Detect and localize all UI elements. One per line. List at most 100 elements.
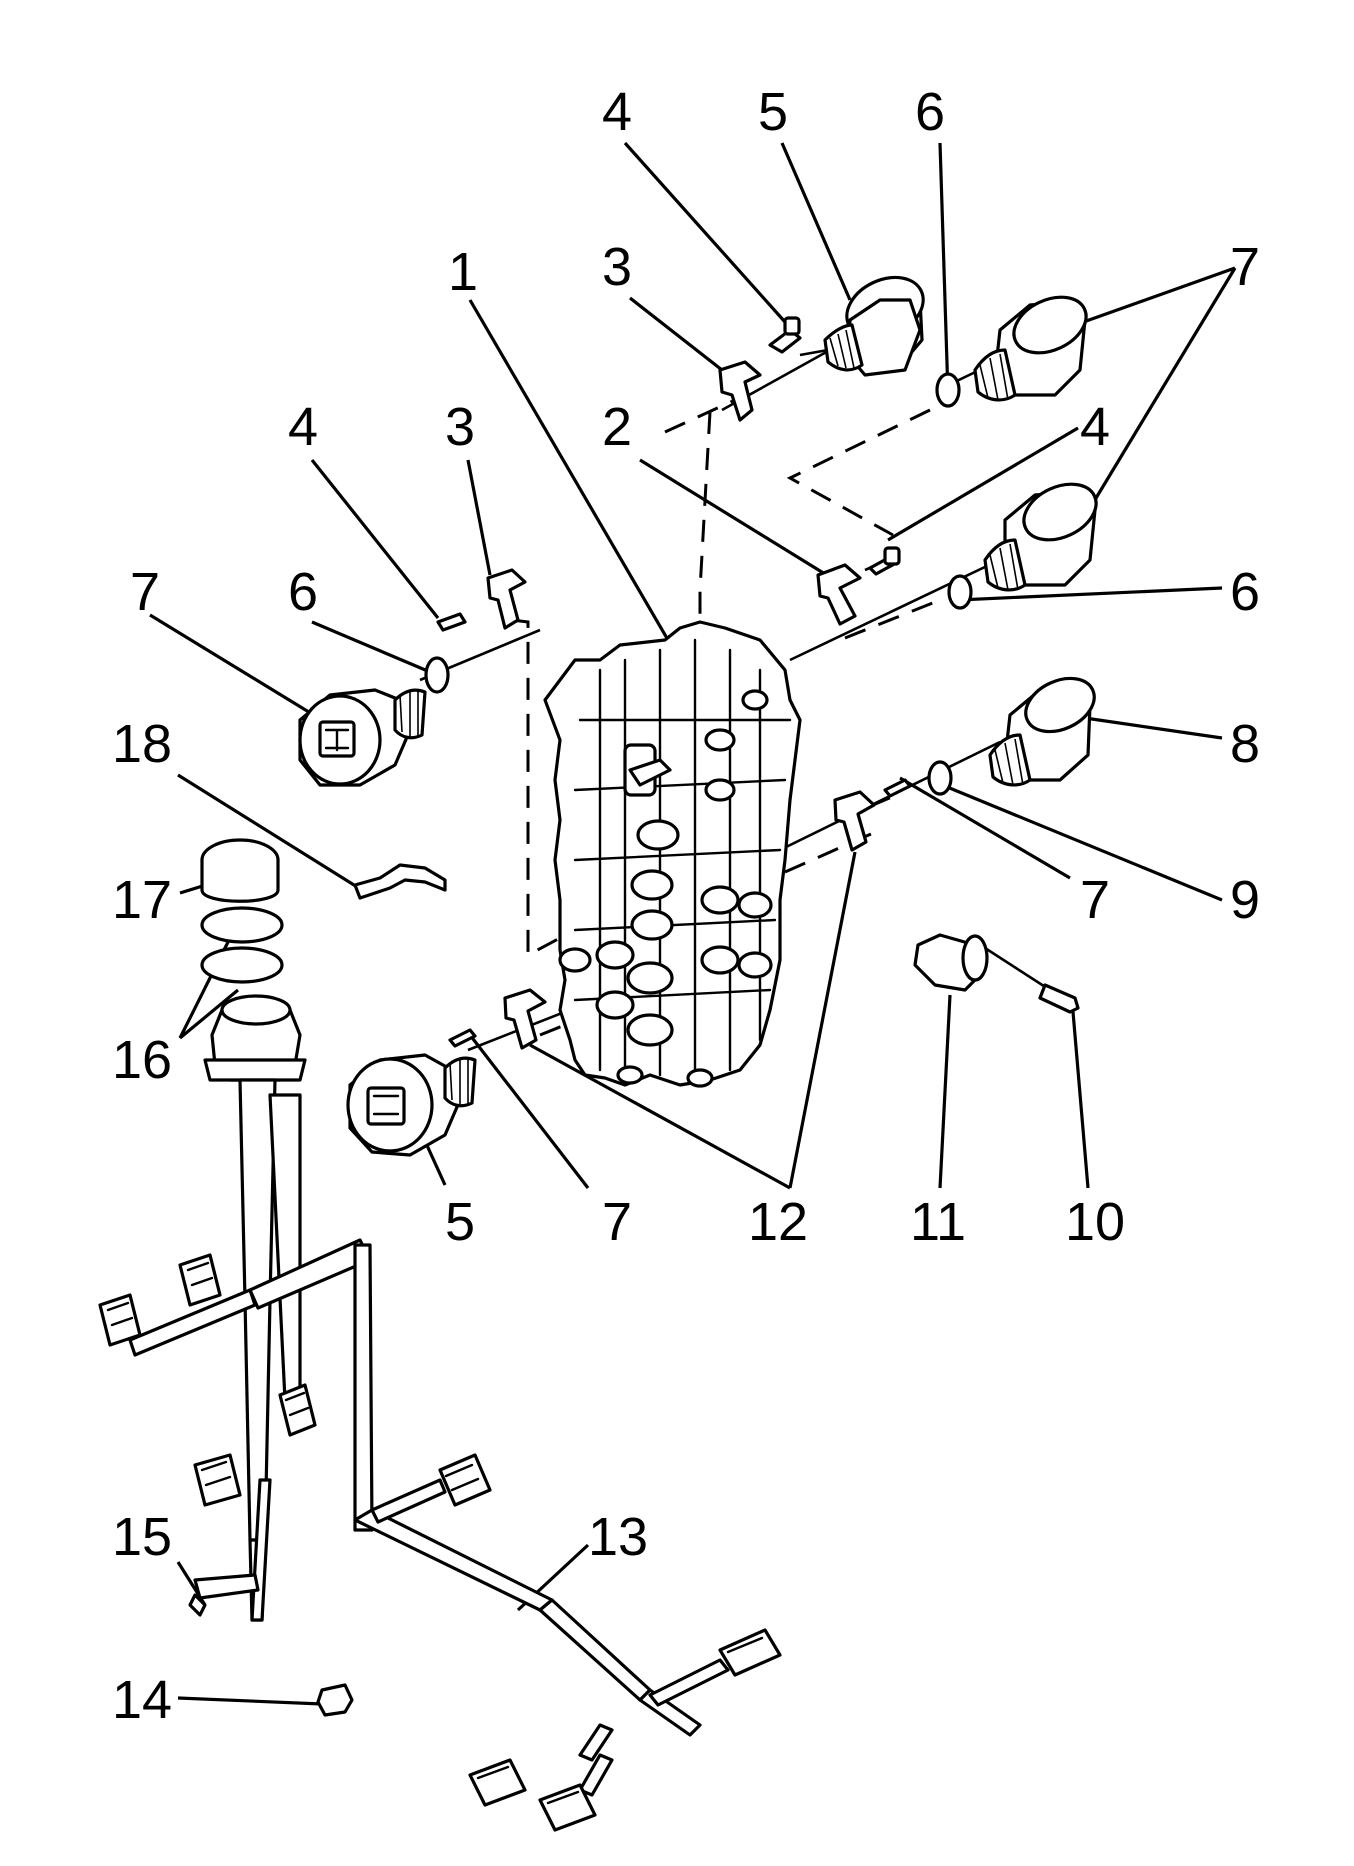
callout-12: 12: [748, 1192, 808, 1252]
assembly-line-right-upper: [786, 408, 931, 537]
connector-right-harness: [718, 1628, 782, 1677]
connector-upper-harness: [438, 1453, 492, 1507]
bolt-10: [1038, 983, 1080, 1014]
valve-body-outline: [543, 620, 802, 1087]
callout-8: 8: [1230, 714, 1260, 774]
connector-left-1: [98, 1293, 142, 1347]
leader-lines: [149, 141, 1237, 1706]
leader-1: [468, 299, 670, 641]
bolt-7-right: [883, 778, 912, 798]
leader-3b: [466, 459, 492, 576]
valve-body-bores: [558, 689, 773, 1088]
connector-mid: [278, 1383, 317, 1437]
callout-3b: 3: [445, 397, 475, 457]
callout-labels: 1 2 3 3 4 4 4 5 5 6 6 6 7 7 7 7 8 9 10 1…: [112, 82, 1260, 1730]
leader-14: [177, 1696, 323, 1706]
solenoid-8: [988, 676, 1096, 787]
leader-12b: [529, 1043, 791, 1190]
callout-5b: 5: [445, 1192, 475, 1252]
callout-13: 13: [588, 1507, 648, 1567]
callout-2: 2: [602, 397, 632, 457]
sensor-15-tip: [188, 1593, 207, 1617]
bolt-4-left: [436, 612, 467, 632]
oring-9: [927, 760, 953, 796]
callout-10: 10: [1065, 1192, 1125, 1252]
leader-4a: [623, 141, 787, 324]
clip-3-top: [718, 360, 762, 422]
callout-1: 1: [448, 242, 478, 302]
bolt-7-left: [448, 1028, 477, 1048]
clip-14: [316, 1683, 354, 1717]
seals-16: [200, 906, 284, 984]
callout-9: 9: [1230, 870, 1260, 930]
callout-14: 14: [112, 1670, 172, 1730]
clip-3-left: [486, 568, 527, 630]
sensor-11: [913, 933, 989, 992]
connector-left-2: [178, 1253, 222, 1307]
connector-bottom-left: [468, 1758, 527, 1807]
leader-4b: [310, 459, 440, 619]
leader-7b: [149, 613, 336, 730]
callout-4c: 4: [1080, 397, 1110, 457]
leader-10: [1070, 999, 1090, 1189]
callout-3a: 3: [602, 237, 632, 297]
leader-6c: [957, 586, 1223, 602]
callout-6a: 6: [915, 82, 945, 142]
connector-17: [200, 838, 280, 903]
clip-12-right: [833, 790, 876, 852]
leader-6b: [311, 620, 431, 674]
leader-16b: [178, 988, 240, 1040]
leader-8: [1084, 716, 1223, 740]
callout-5a: 5: [758, 82, 788, 142]
clips: [353, 360, 876, 1050]
leader-6a: [938, 142, 950, 396]
callout-7c: 7: [1080, 870, 1110, 930]
assembly-line-top: [664, 398, 736, 640]
callout-15: 15: [112, 1507, 172, 1567]
connector-bottom-right: [538, 1783, 597, 1832]
callout-4a: 4: [602, 82, 632, 142]
bolt-4-right-head: [883, 546, 901, 566]
leader-3a: [629, 296, 723, 372]
callout-6b: 6: [288, 562, 318, 622]
solenoid-5-top: [799, 275, 925, 377]
oring-6-right: [947, 574, 973, 610]
leader-12a: [788, 851, 857, 1189]
leader-9: [934, 780, 1223, 902]
callout-16: 16: [112, 1030, 172, 1090]
solenoid-7-lower: [983, 482, 1098, 592]
axis-right-mid: [789, 553, 1011, 662]
leader-5a: [780, 142, 852, 301]
clip-18: [353, 863, 447, 900]
assembly-line-mid: [844, 598, 941, 640]
valve-body-lever: [628, 758, 672, 787]
leader-7c: [899, 776, 1071, 880]
harness-connectors: [98, 1253, 782, 1832]
assembly-lines: [511, 398, 941, 1037]
leader-7a1: [1074, 266, 1236, 327]
callout-7d: 7: [602, 1192, 632, 1252]
oring-6-left: [424, 656, 450, 694]
axis-bolt-10: [984, 946, 1051, 992]
callout-7a: 7: [1230, 237, 1260, 297]
bolt-4-top-head: [783, 316, 801, 336]
callout-4b: 4: [288, 397, 318, 457]
leader-7a2: [1088, 267, 1237, 509]
valve-body: [543, 620, 802, 1088]
solenoid-7-upper: [973, 295, 1088, 402]
callout-7b: 7: [130, 562, 160, 622]
leader-4c: [887, 426, 1079, 542]
valve-body-channels: [573, 638, 792, 1082]
clip-2: [816, 563, 862, 626]
callout-17: 17: [112, 870, 172, 930]
leader-7d: [468, 1034, 590, 1189]
solenoid-5-lower: [346, 1053, 477, 1157]
leader-18: [177, 773, 363, 892]
assembly-line-left: [511, 618, 561, 958]
wiring-harness: [128, 994, 730, 1797]
clip-12-left: [503, 988, 547, 1050]
callout-18: 18: [112, 714, 172, 774]
oring-6-top: [935, 372, 961, 408]
bolts-and-rings: [424, 316, 1080, 1048]
